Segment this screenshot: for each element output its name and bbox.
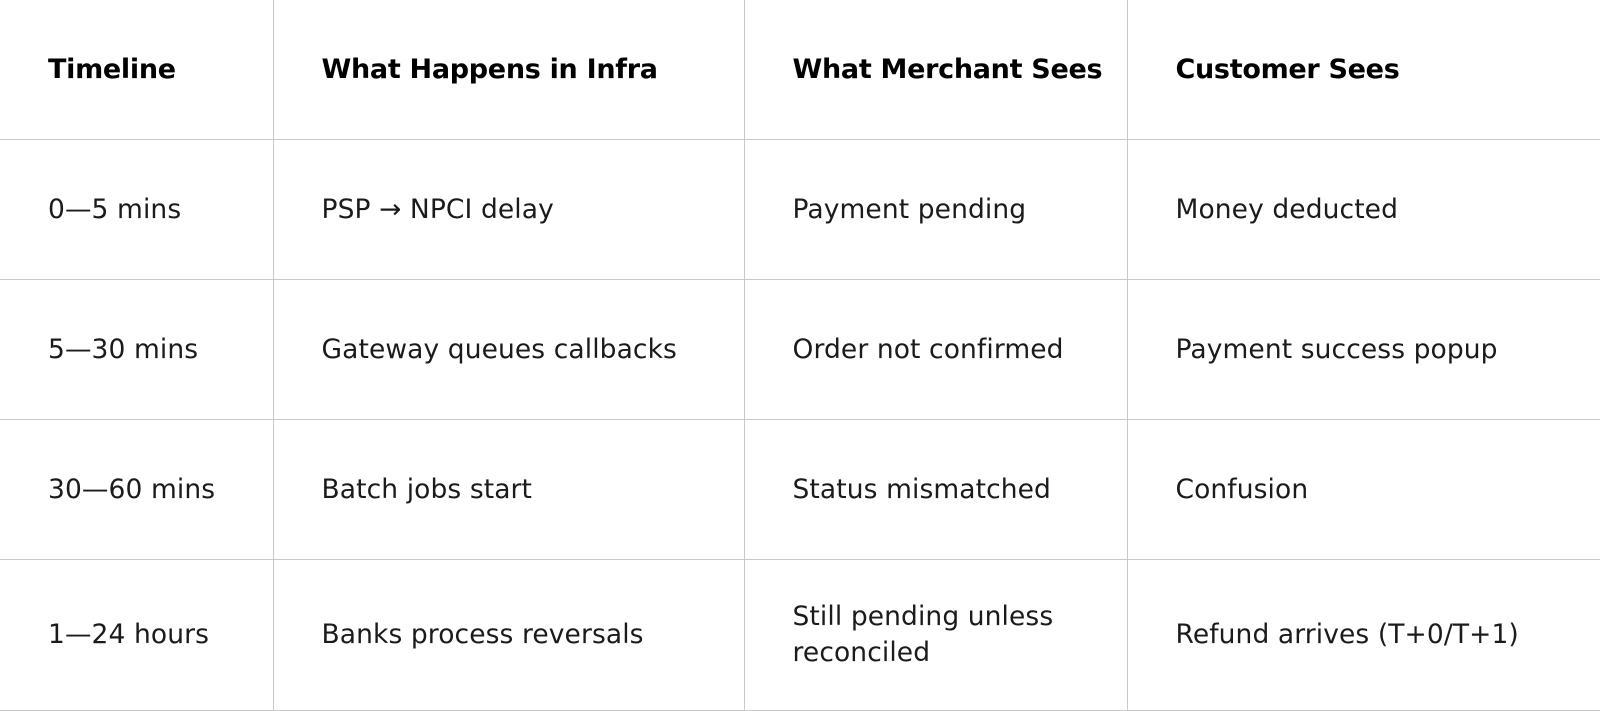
cell-infra: Batch jobs start — [273, 419, 745, 560]
column-header-customer: Customer Sees — [1127, 0, 1600, 140]
table-row: 0—5 mins PSP → NPCI delay Payment pendin… — [0, 139, 1600, 280]
cell-timeline: 1—24 hours — [0, 559, 274, 711]
cell-infra-text: Gateway queues callbacks — [321, 333, 677, 365]
cell-merchant-text: Status mismatched — [792, 473, 1051, 505]
cell-timeline: 5—30 mins — [0, 279, 274, 420]
column-header-timeline-label: Timeline — [48, 53, 176, 85]
table-header: Timeline What Happens in Infra What Merc… — [0, 0, 1600, 140]
column-header-customer-label: Customer Sees — [1175, 53, 1400, 85]
column-header-timeline: Timeline — [0, 0, 274, 140]
cell-timeline: 30—60 mins — [0, 419, 274, 560]
table-row: 1—24 hours Banks process reversals Still… — [0, 559, 1600, 711]
cell-merchant: Still pending unless reconciled — [744, 559, 1128, 711]
cell-customer-text: Confusion — [1175, 473, 1309, 505]
cell-merchant-text: Order not confirmed — [792, 333, 1064, 365]
column-header-merchant: What Merchant Sees — [744, 0, 1128, 140]
cell-customer: Money deducted — [1127, 139, 1600, 280]
cell-timeline: 0—5 mins — [0, 139, 274, 280]
cell-timeline-text: 5—30 mins — [48, 333, 199, 365]
column-header-infra-label: What Happens in Infra — [321, 53, 658, 85]
column-header-infra: What Happens in Infra — [273, 0, 745, 140]
cell-infra: PSP → NPCI delay — [273, 139, 745, 280]
cell-infra-text: Banks process reversals — [321, 619, 644, 651]
cell-merchant: Order not confirmed — [744, 279, 1128, 420]
cell-timeline-text: 0—5 mins — [48, 193, 182, 225]
cell-merchant-text: Still pending unless reconciled — [792, 601, 1054, 668]
cell-customer-text: Money deducted — [1175, 193, 1399, 225]
cell-infra-text: Batch jobs start — [321, 473, 533, 505]
cell-customer-text: Refund arrives (T+0/T+1) — [1175, 619, 1519, 651]
table-header-row: Timeline What Happens in Infra What Merc… — [0, 0, 1600, 140]
cell-infra-text: PSP → NPCI delay — [321, 193, 554, 225]
cell-merchant-text: Payment pending — [792, 193, 1027, 225]
cell-merchant: Status mismatched — [744, 419, 1128, 560]
cell-customer: Payment success popup — [1127, 279, 1600, 420]
cell-merchant: Payment pending — [744, 139, 1128, 280]
cell-timeline-text: 1—24 hours — [48, 619, 210, 651]
column-header-merchant-label: What Merchant Sees — [792, 53, 1103, 85]
table-row: 30—60 mins Batch jobs start Status misma… — [0, 419, 1600, 560]
cell-timeline-text: 30—60 mins — [48, 473, 216, 505]
cell-customer: Refund arrives (T+0/T+1) — [1127, 559, 1600, 711]
cell-customer: Confusion — [1127, 419, 1600, 560]
cell-infra: Gateway queues callbacks — [273, 279, 745, 420]
table-body: 0—5 mins PSP → NPCI delay Payment pendin… — [0, 139, 1600, 711]
cell-infra: Banks process reversals — [273, 559, 745, 711]
cell-customer-text: Payment success popup — [1175, 333, 1498, 365]
table-row: 5—30 mins Gateway queues callbacks Order… — [0, 279, 1600, 420]
